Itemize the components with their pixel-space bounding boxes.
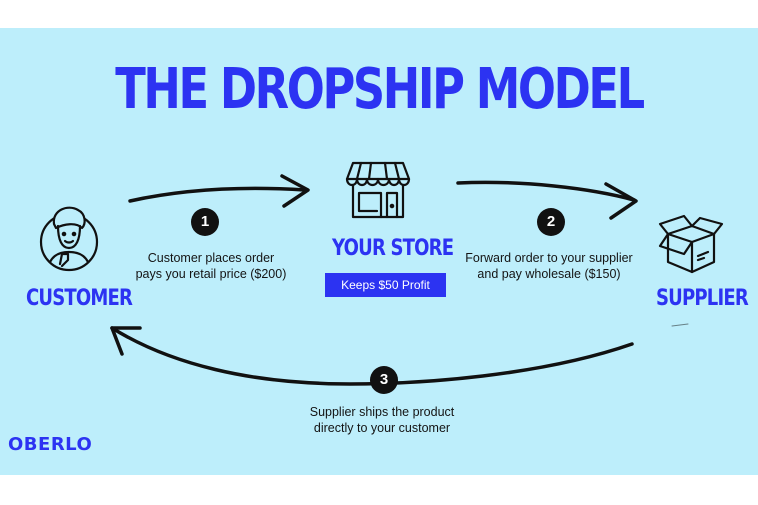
arrow-head-3 — [110, 326, 142, 356]
storefront-icon — [345, 161, 411, 219]
step-3-caption: Supplier ships the product directly to y… — [309, 405, 455, 435]
step-1-marker: 1 — [191, 208, 219, 236]
step-2-caption: Forward order to your supplier and pay w… — [465, 251, 633, 281]
store-label: YOUR STORE — [332, 236, 454, 261]
arrow-head-1 — [280, 174, 310, 208]
customer-avatar-icon — [39, 206, 99, 272]
step-1-caption: Customer places order pays you retail pr… — [135, 251, 287, 281]
customer-label: CUSTOMER — [26, 286, 133, 311]
step-3-marker: 3 — [370, 366, 398, 394]
step-2-marker: 2 — [537, 208, 565, 236]
profit-badge: Keeps $50 Profit — [325, 273, 446, 297]
arrow-head-2 — [604, 182, 638, 220]
arrow-supplier-to-customer — [110, 326, 634, 386]
arrow-customer-to-store — [128, 186, 307, 203]
supplier-label: SUPPLIER — [656, 286, 749, 311]
oberlo-logo: OBERLO — [8, 434, 93, 455]
flow-arrows — [110, 174, 689, 386]
box-icon — [658, 214, 724, 274]
diagram-panel: THE DROPSHIP MODEL — [0, 28, 758, 475]
arrow-store-to-supplier — [456, 180, 636, 202]
diagram-title: THE DROPSHIP MODEL — [115, 57, 645, 122]
